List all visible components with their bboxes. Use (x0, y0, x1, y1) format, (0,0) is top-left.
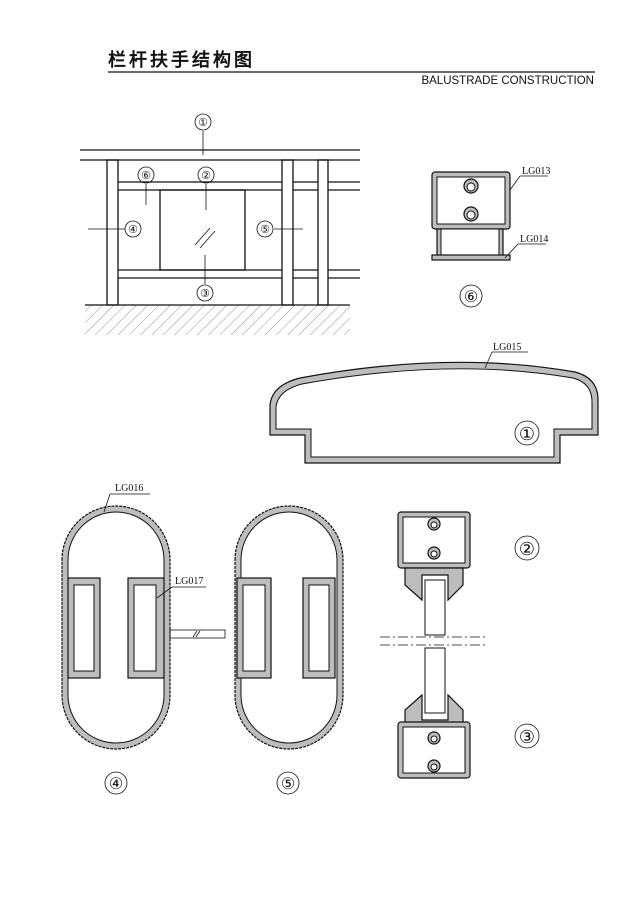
detail-4-profile: LG016 LG017 ④ (61, 483, 206, 795)
svg-text:②: ② (201, 170, 211, 182)
title-chinese: 栏杆扶手结构图 (108, 49, 255, 71)
detail-6-number: ⑥ (464, 289, 478, 306)
part-label-lg013: LG013 (522, 166, 550, 177)
svg-text:③: ③ (200, 288, 210, 300)
detail-2-number: ② (519, 539, 535, 559)
detail-2-3-section: ② ③ (380, 511, 540, 779)
part-label-lg014: LG014 (520, 234, 548, 245)
svg-text:⑥: ⑥ (141, 170, 151, 182)
detail-1-number: ① (519, 424, 535, 444)
detail-3-number: ③ (519, 727, 535, 747)
balustrade-elevation (80, 131, 360, 335)
svg-text:①: ① (198, 117, 208, 129)
svg-text:⑤: ⑤ (260, 224, 270, 236)
svg-text:④: ④ (128, 224, 138, 236)
title-english: BALUSTRADE CONSTRUCTION (421, 75, 594, 87)
part-label-lg016: LG016 (115, 483, 143, 494)
detail-6-profile: LG013 LG014 ⑥ (431, 166, 550, 308)
part-label-lg017: LG017 (175, 576, 203, 587)
detail-5-number: ⑤ (281, 776, 295, 793)
detail-4-number: ④ (109, 776, 123, 793)
detail-5-profile: ⑤ (234, 505, 344, 795)
detail-1-handrail: LG015 ① (269, 342, 599, 464)
part-label-lg015: LG015 (493, 342, 521, 353)
elevation-callouts: ① ② ③ ④ ⑤ ⑥ (124, 113, 274, 302)
break-symbol (169, 629, 226, 639)
